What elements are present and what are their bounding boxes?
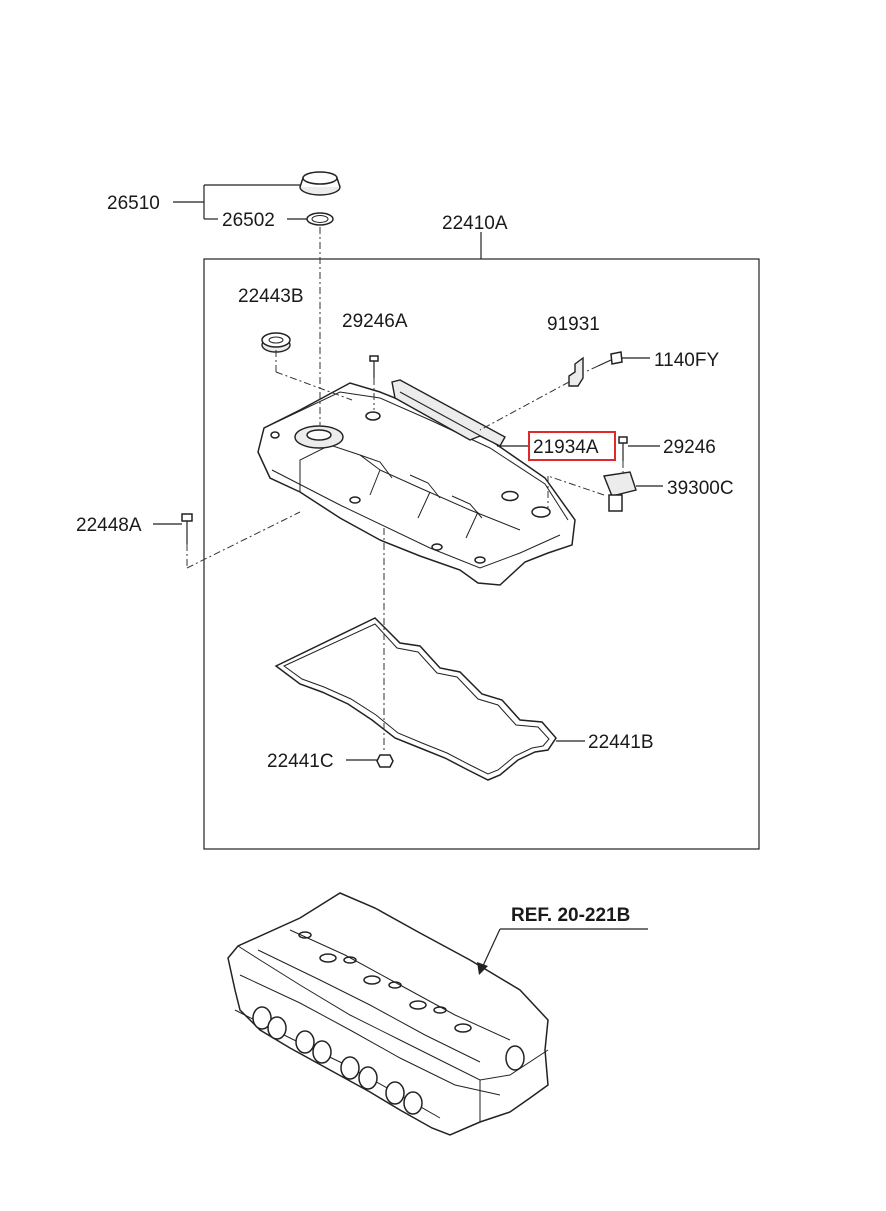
leader-lines [153,184,663,975]
cylinder-head[interactable] [227,892,549,1136]
label-22448a[interactable]: 22448A [76,515,142,536]
bolt-29246a[interactable] [369,355,379,378]
cover-gasket[interactable] [274,617,557,781]
label-26510[interactable]: 26510 [107,193,160,214]
rocker-cover[interactable] [257,379,576,586]
label-39300c[interactable]: 39300C [667,478,734,499]
label-1140fy[interactable]: 1140FY [654,350,719,371]
screw-1140fy[interactable] [597,351,623,367]
label-22443b[interactable]: 22443B [238,286,304,307]
alignment-lines [186,227,624,752]
label-22410a[interactable]: 22410A [442,213,508,234]
camshaft-sensor[interactable] [603,471,637,512]
bolt-22448a[interactable] [181,513,193,544]
bolt-29246[interactable] [618,436,628,461]
label-29246[interactable]: 29246 [663,437,716,458]
label-29246a[interactable]: 29246A [342,311,408,332]
nut-22441c[interactable] [376,754,394,768]
label-reference[interactable]: REF. 20-221B [511,905,630,926]
label-26502[interactable]: 26502 [222,210,275,231]
oil-filler-cap[interactable] [299,171,341,196]
bracket-91931[interactable] [568,356,584,387]
breather-seal[interactable] [261,332,291,353]
label-22441c[interactable]: 22441C [267,751,334,772]
highlight-box [528,431,616,461]
label-91931[interactable]: 91931 [547,314,600,335]
cap-gasket[interactable] [306,212,334,226]
label-22441b[interactable]: 22441B [588,732,654,753]
label-21934a[interactable]: 21934A [533,437,599,458]
